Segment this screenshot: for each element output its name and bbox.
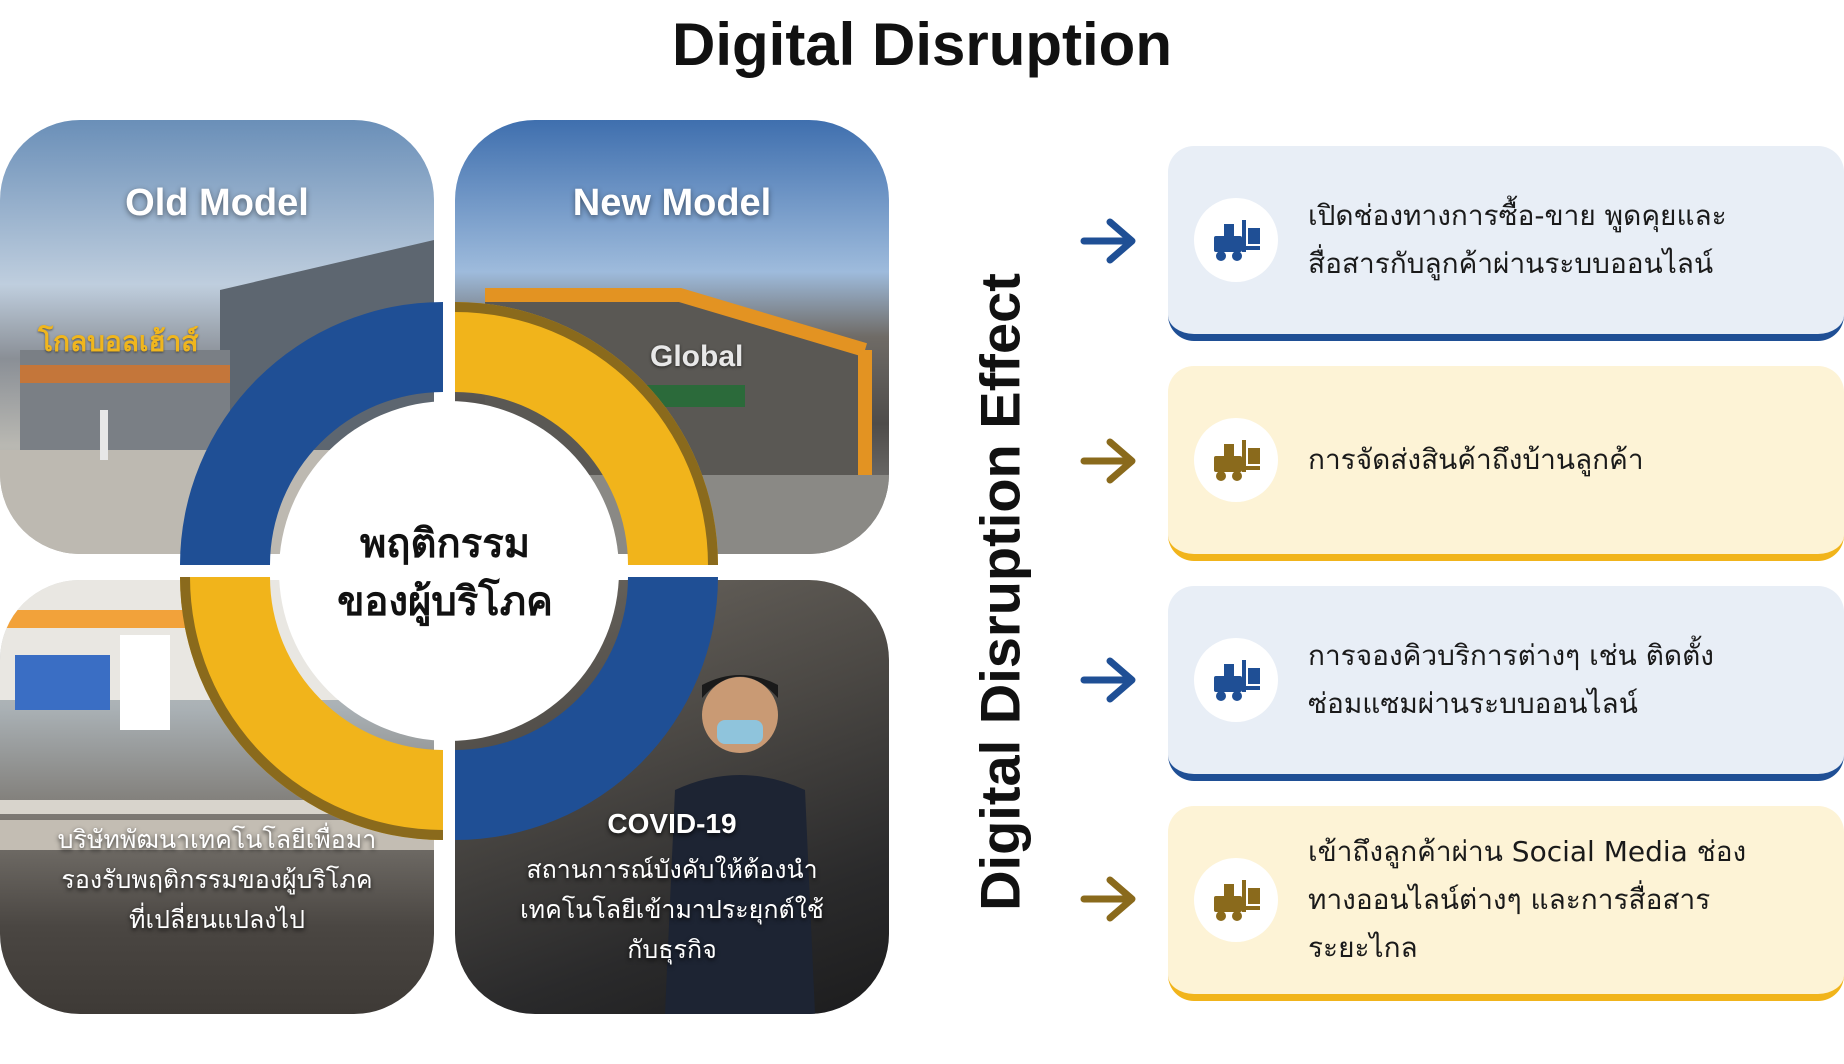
effect-3-line-2: ซ่อมแซมผ่านระบบออนไลน์ xyxy=(1308,687,1638,720)
covid-caption-line-1: สถานการณ์บังคับให้ต้องนำ xyxy=(526,855,818,884)
new-model-label: New Model xyxy=(572,182,772,224)
development-caption-line-3: ที่เปลี่ยนแปลงไป xyxy=(129,905,305,934)
store-interior-photo: บริษัทพัฒนาเทคโนโลยีเพื่อมา รองรับพฤติกร… xyxy=(0,580,434,1014)
covid-caption-line-2: เทคโนโลยีเข้ามาประยุกต์ใช้ xyxy=(520,895,824,924)
center-line-1: พฤติกรรม xyxy=(359,521,531,567)
effect-card-2: การจัดส่งสินค้าถึงบ้านลูกค้า xyxy=(1168,366,1844,561)
forklift-icon xyxy=(1194,638,1278,722)
old-model-label: Old Model xyxy=(125,182,309,224)
effect-4-line-3: ระยะไกล xyxy=(1308,931,1418,964)
forklift-icon xyxy=(1194,858,1278,942)
center-line-2: ของผู้บริโภค xyxy=(337,579,553,625)
global-house-logo: Global xyxy=(650,340,744,373)
new-model-photo: New Model Global xyxy=(455,120,889,554)
page-title: Digital Disruption xyxy=(672,11,1172,78)
effect-2-line-1: การจัดส่งสินค้าถึงบ้านลูกค้า xyxy=(1308,443,1644,476)
covid-heading: COVID-19 xyxy=(607,808,737,839)
store-interior-illustration xyxy=(0,580,434,850)
forklift-icon xyxy=(1194,198,1278,282)
effect-card-4: เข้าถึงลูกค้าผ่าน Social Media ช่อง ทางอ… xyxy=(1168,806,1844,1001)
effect-card-1: เปิดช่องทางการซื้อ-ขาย พูดคุยและ สื่อสาร… xyxy=(1168,146,1844,341)
forklift-icon xyxy=(1194,418,1278,502)
side-title: Digital Disruption Effect xyxy=(968,273,1032,911)
arrow-right-icon xyxy=(1080,657,1136,703)
effect-1-line-2: สื่อสารกับลูกค้าผ่านระบบออนไลน์ xyxy=(1308,247,1714,280)
effect-4-line-1: เข้าถึงลูกค้าผ่าน Social Media ช่อง xyxy=(1308,835,1747,868)
effect-card-3: การจองคิวบริการต่างๆ เช่น ติดตั้ง ซ่อมแซ… xyxy=(1168,586,1844,781)
center-label: พฤติกรรม ของผู้บริโภค xyxy=(300,515,590,631)
arrow-right-icon xyxy=(1080,876,1136,922)
covid-caption-line-3: กับธุรกิจ xyxy=(627,935,717,964)
arrow-right-icon xyxy=(1080,438,1136,484)
effect-3-line-1: การจองคิวบริการต่างๆ เช่น ติดตั้ง xyxy=(1308,639,1714,672)
development-caption-line-1: บริษัทพัฒนาเทคโนโลยีเพื่อมา xyxy=(57,825,377,854)
development-caption-line-2: รองรับพฤติกรรมของผู้บริโภค xyxy=(61,865,373,894)
covid-photo: COVID-19 สถานการณ์บังคับให้ต้องนำ เทคโนโ… xyxy=(455,580,889,1014)
old-model-photo: Old Model โกลบอลเฮ้าส์ xyxy=(0,120,434,554)
arrow-right-icon xyxy=(1080,218,1136,264)
effect-1-line-1: เปิดช่องทางการซื้อ-ขาย พูดคุยและ xyxy=(1308,199,1727,232)
old-store-sign: โกลบอลเฮ้าส์ xyxy=(38,325,199,358)
effect-4-line-2: ทางออนไลน์ต่างๆ และการสื่อสาร xyxy=(1308,883,1711,916)
